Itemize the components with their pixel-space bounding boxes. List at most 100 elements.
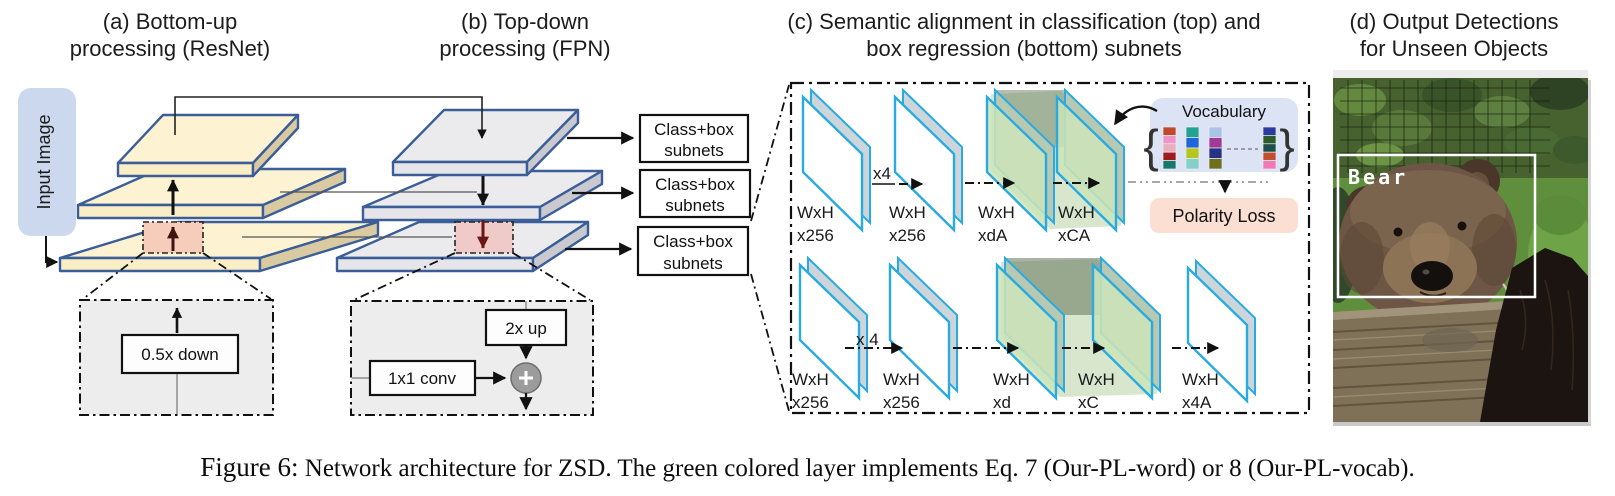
input-image-label: Input Image	[34, 114, 54, 209]
cls-card-3-green	[985, 87, 1055, 233]
resnet-layer-1	[58, 220, 380, 273]
subnet-box-2-line1: Class+box	[655, 175, 735, 194]
layer-side-face	[258, 220, 380, 273]
subnet-box-2	[638, 168, 752, 219]
wire-fence	[1340, 80, 1550, 173]
layer-side-face	[538, 169, 604, 222]
upsample-op-box	[484, 308, 568, 347]
vocabulary-title: Vocabulary	[1182, 102, 1267, 121]
panel-a-title: (a) Bottom-up processing (ResNet)	[20, 8, 320, 62]
vocab-vector-cell	[1162, 143, 1177, 153]
callout-connector-right	[512, 252, 591, 301]
reg-card-5	[1186, 258, 1256, 404]
layer-side-face	[251, 113, 300, 178]
panel-a-title-line1: (a) Bottom-up	[102, 9, 238, 34]
reg-card-3-label-line2: xd	[993, 393, 1011, 412]
layer-side-face	[531, 220, 590, 273]
photo-top-shadow	[1333, 70, 1588, 78]
reg-card-3-green	[995, 255, 1065, 401]
layer-front-face	[335, 256, 535, 273]
vocab-vector-cell	[1185, 137, 1200, 149]
bear-cheek-right	[1472, 214, 1516, 286]
figure-caption-text: Network architecture for ZSD. The green …	[298, 455, 1415, 482]
subnet-box-3-line2: subnets	[663, 254, 723, 273]
reg-card-4-label-line1: WxH	[1078, 370, 1115, 389]
card-face	[985, 94, 1048, 233]
vocab-vector-cell	[1262, 126, 1277, 136]
polarity-loss-label: Polarity Loss	[1172, 206, 1275, 226]
vocab-vector-cell	[1262, 135, 1277, 145]
detection-bbox-label: Bear	[1348, 165, 1408, 189]
vocab-vector-cell	[1162, 151, 1177, 161]
card-face	[1091, 262, 1154, 401]
bear-eye-left	[1393, 227, 1403, 237]
vocab-vectors	[1162, 126, 1277, 170]
card-face	[888, 262, 951, 401]
cls-card-2-label-line1: WxH	[889, 203, 926, 222]
panel-c-title-line2: box regression (bottom) subnets	[866, 36, 1182, 61]
vocab-vector-cell	[1262, 160, 1277, 170]
reg-card-3-label-line1: WxH	[993, 370, 1030, 389]
figure-caption-prefix: Figure 6:	[200, 452, 299, 482]
bear-eye-right	[1457, 221, 1467, 231]
bear-nose	[1411, 261, 1453, 291]
reg-card-1	[798, 255, 868, 401]
vocab-vector-cell	[1208, 158, 1223, 170]
vocab-vector-cell	[1185, 126, 1200, 138]
vocab-vector-cell	[1262, 143, 1277, 153]
brace-open: {	[1143, 120, 1158, 172]
cls-card-3-label-line1: WxH	[978, 203, 1015, 222]
bear-nose-highlight	[1422, 269, 1430, 275]
cls-card-1-label-line2: x256	[797, 226, 834, 245]
subnet-box-1-line2: subnets	[664, 141, 724, 160]
cls-card-4-green	[1055, 87, 1125, 233]
panel-b-title-line2: processing (FPN)	[439, 36, 611, 61]
input-image-box	[18, 88, 76, 236]
reg-card-5-label-line2: x4A	[1182, 393, 1212, 412]
panel-a-title-line2: processing (ResNet)	[69, 36, 271, 61]
fpn-layer-3	[391, 108, 580, 177]
panel-d-photo: Bear	[1333, 70, 1591, 426]
bear-crown	[1350, 170, 1506, 254]
bear-body-dark	[1480, 248, 1588, 422]
callout-b: 2x up 1x1 conv	[350, 252, 594, 416]
reg-card-1-label-line2: x256	[792, 393, 829, 412]
bear-fur-streaks	[1519, 279, 1575, 391]
card-face	[1186, 265, 1249, 404]
bear-cheek-left	[1340, 222, 1384, 294]
cls-card-1-label-line1: WxH	[797, 203, 834, 222]
cls-card-2	[893, 87, 963, 233]
bear-snout-bridge	[1410, 222, 1450, 272]
vocab-vector-cell	[1185, 158, 1200, 170]
reg-card-4-green	[1091, 255, 1161, 401]
input-to-layer-arrow	[45, 236, 59, 268]
bottom-mult-label: x 4	[856, 330, 879, 349]
panel-b-title-line1: (b) Top-down	[461, 9, 589, 34]
layer-side-face	[525, 108, 580, 177]
detection-bbox	[1336, 153, 1537, 299]
cls-card-1	[801, 87, 871, 233]
zoom-fan-line-top	[750, 84, 790, 222]
reg-card-2-label-line1: WxH	[883, 370, 920, 389]
figure-caption: Figure 6: Network architecture for ZSD. …	[0, 452, 1615, 483]
log-knot	[1422, 328, 1478, 352]
vocabulary-box: Vocabulary { }	[1143, 98, 1298, 172]
layer-front-face	[76, 203, 265, 220]
resnet-layer-2	[76, 167, 347, 220]
subnet-box-3	[636, 225, 750, 277]
reg-card-5-label-line1: WxH	[1182, 370, 1219, 389]
card-face	[893, 94, 956, 233]
vocab-vector-cell	[1208, 126, 1223, 138]
layer-front-face	[58, 256, 262, 273]
vocab-vector-cell	[1208, 147, 1223, 159]
panel-c-title-line1: (c) Semantic alignment in classification…	[787, 9, 1261, 34]
vocab-vector-cell	[1162, 135, 1177, 145]
layer-front-face	[391, 160, 529, 177]
vocab-vector-cell	[1162, 160, 1177, 170]
photo-bottom-shadow	[1333, 422, 1591, 426]
vocab-to-layer-curved-arrow	[1113, 105, 1158, 126]
reg-card-1-label-line1: WxH	[792, 370, 829, 389]
callout-connector-left	[82, 252, 144, 300]
bear-head	[1339, 159, 1517, 323]
